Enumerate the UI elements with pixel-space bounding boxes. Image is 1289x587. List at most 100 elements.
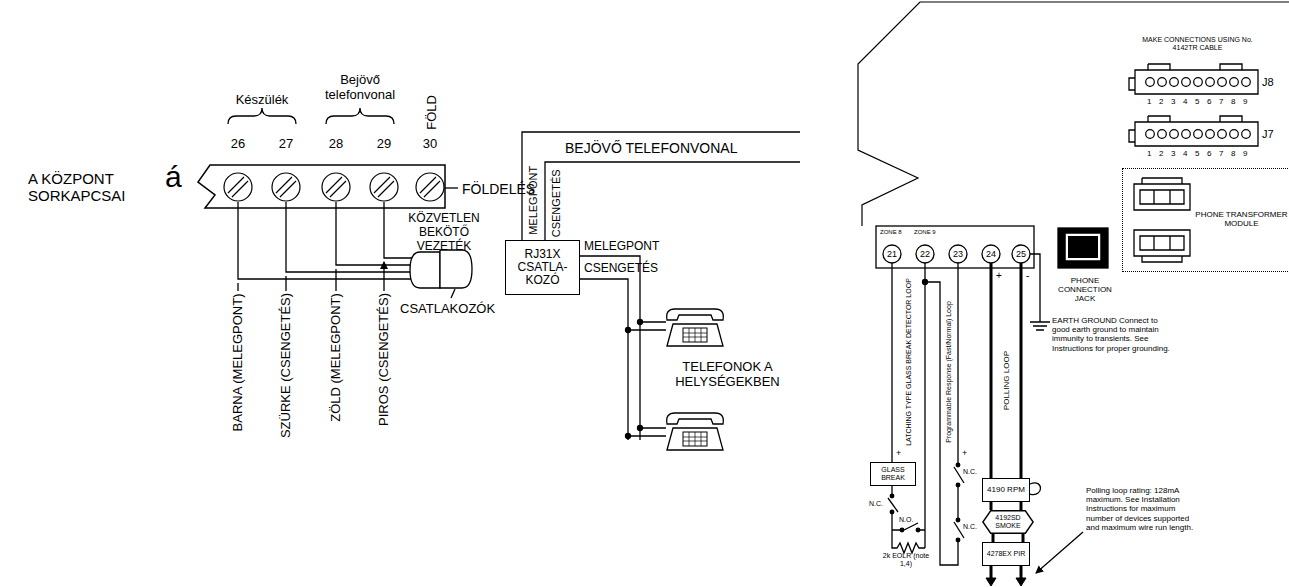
pin-hole xyxy=(1218,78,1227,87)
house-line xyxy=(578,256,640,440)
group-label: Bejövő telefonvonal xyxy=(305,73,415,103)
terminal-number: 25 xyxy=(1016,249,1026,259)
device-box: 4190 RPM xyxy=(982,478,1030,502)
pin-hole xyxy=(1158,78,1167,87)
zone-label: ZONE 8 xyxy=(880,229,902,236)
pin-hole xyxy=(1194,78,1203,87)
pin-hole xyxy=(1158,130,1167,139)
pin-hole xyxy=(1182,130,1191,139)
resistor-label: 2k EOLR (note 1,4) xyxy=(876,552,936,568)
screw-terminal xyxy=(272,173,300,201)
node-text: 4192SD SMOKE xyxy=(990,514,1026,529)
screw-slot xyxy=(420,177,440,197)
leader-line xyxy=(451,289,455,298)
mark-label: á xyxy=(165,160,182,195)
note-label: Polling loop rating: 128mA maximum. See … xyxy=(1086,486,1204,532)
wire-color-label: ZÖLD (MELEGPONT) xyxy=(328,293,343,422)
node-label: PHONE TRANSFORMER MODULE xyxy=(1195,211,1288,229)
loop-label: LATCHING TYPE GLASS BREAK DETECTOR LOOP xyxy=(904,278,912,446)
polling-wire xyxy=(991,566,1021,584)
phone-jack xyxy=(1058,228,1108,268)
brace xyxy=(228,108,296,124)
terminal-label: FÖLD xyxy=(424,95,439,130)
screw-terminal xyxy=(322,173,350,201)
contact-label: N.C. xyxy=(963,468,977,476)
note-label: MAKE CONNECTIONS USING No. 4142TR CABLE xyxy=(1135,36,1260,52)
zone-9-loop xyxy=(925,263,964,565)
screw-terminal xyxy=(370,173,398,201)
earth-wire xyxy=(445,187,458,188)
terminal-number: 28 xyxy=(329,137,343,152)
detector-box: GLASS BREAK xyxy=(870,462,916,486)
node-text: RJ31X CSATLA-KOZÓ xyxy=(508,248,577,288)
wire-label: FÖLDELÉS xyxy=(462,181,535,197)
wire-label: CSENGETÉS xyxy=(584,262,658,276)
wire-label: MELEGPONT xyxy=(584,240,659,254)
transformer-plug xyxy=(1134,178,1190,210)
connector-j8 xyxy=(1129,64,1258,94)
note-label: EARTH GROUND Connect to good earth groun… xyxy=(1052,316,1177,353)
pin-hole xyxy=(1242,130,1251,139)
panel-wiring xyxy=(858,2,1289,586)
telephone xyxy=(667,309,724,346)
part-label: TELEFONOK A HELYSÉGEKBEN xyxy=(660,360,795,390)
sensor-loop xyxy=(1030,483,1041,495)
contact-label: N.C. xyxy=(963,523,977,531)
pin-hole xyxy=(1230,130,1239,139)
pin-hole xyxy=(1182,78,1191,87)
jack-box: RJ31X CSATLA-KOZÓ xyxy=(505,240,580,295)
polarity-mark: - xyxy=(1026,270,1029,282)
earth-ground xyxy=(1030,254,1050,330)
label-arrow xyxy=(238,262,384,291)
pin-hole xyxy=(1170,130,1179,139)
node-text: 4190 RPM xyxy=(987,486,1025,495)
title-label: A KÖZPONT SORKAPCSAI xyxy=(28,170,163,205)
terminal-number: 21 xyxy=(887,249,897,259)
screw-slot xyxy=(326,177,346,197)
phone-wires xyxy=(628,322,666,436)
group-label: Készülék xyxy=(236,93,289,108)
panel-outline xyxy=(858,2,1289,226)
connector-name: J8 xyxy=(1262,76,1274,89)
telephone xyxy=(667,413,724,450)
contact-label: N.O. xyxy=(899,516,913,524)
pin-numbers: 1 2 3 4 5 6 7 8 9 xyxy=(1147,149,1250,158)
pin-hole xyxy=(1206,130,1215,139)
pin-hole xyxy=(1194,130,1203,139)
polarity-mark: + xyxy=(896,448,901,458)
node-label: 4192SD SMOKE xyxy=(990,514,1026,529)
part-label: CSATLAKOZÓK xyxy=(400,302,495,317)
terminal-number: 29 xyxy=(377,137,391,152)
wire-color-label: SZÜRKE (CSENGETÉS) xyxy=(279,293,294,438)
left-wiring xyxy=(198,108,800,440)
line-label: BEJÖVŐ TELEFONVONAL xyxy=(565,140,737,156)
plug xyxy=(440,250,472,288)
pin-hole xyxy=(1230,78,1239,87)
terminal-number: 23 xyxy=(953,249,963,259)
polling-wire xyxy=(991,263,1021,478)
device-hexagon: 4192SD SMOKE xyxy=(982,510,1034,534)
brace xyxy=(326,108,394,124)
loop-label: Programmable Response (Fast/Normal) Loop xyxy=(945,301,953,443)
screw-slot xyxy=(374,177,394,197)
terminal-number: 27 xyxy=(279,137,293,152)
wire-label: CSENGETÉS xyxy=(550,169,563,237)
pin-hole xyxy=(1170,78,1179,87)
loop-label: POLLING LOOP xyxy=(1001,351,1010,410)
node-label: 4278EX PIR xyxy=(987,550,1026,558)
part-label: PHONE CONNECTION JACK xyxy=(1050,276,1120,304)
cable-label: KÖZVETLEN BEKÖTŐ VEZETÉK xyxy=(398,212,490,253)
terminal-number: 24 xyxy=(986,249,996,259)
polarity-mark: + xyxy=(962,448,967,458)
leader-line xyxy=(1036,532,1083,573)
polarity-mark: + xyxy=(996,270,1002,282)
zone-8-loop xyxy=(888,263,925,553)
cable-jacket xyxy=(410,252,440,288)
pin-hole xyxy=(1218,130,1227,139)
terminal-number: 26 xyxy=(231,137,245,152)
node-text: GLASS BREAK xyxy=(873,466,913,481)
wire-label: MELEGPONT xyxy=(527,165,540,234)
connector-j7 xyxy=(1129,116,1258,146)
pin-hole xyxy=(1206,78,1215,87)
node-text: PHONE TRANSFORMER MODULE xyxy=(1195,211,1288,229)
